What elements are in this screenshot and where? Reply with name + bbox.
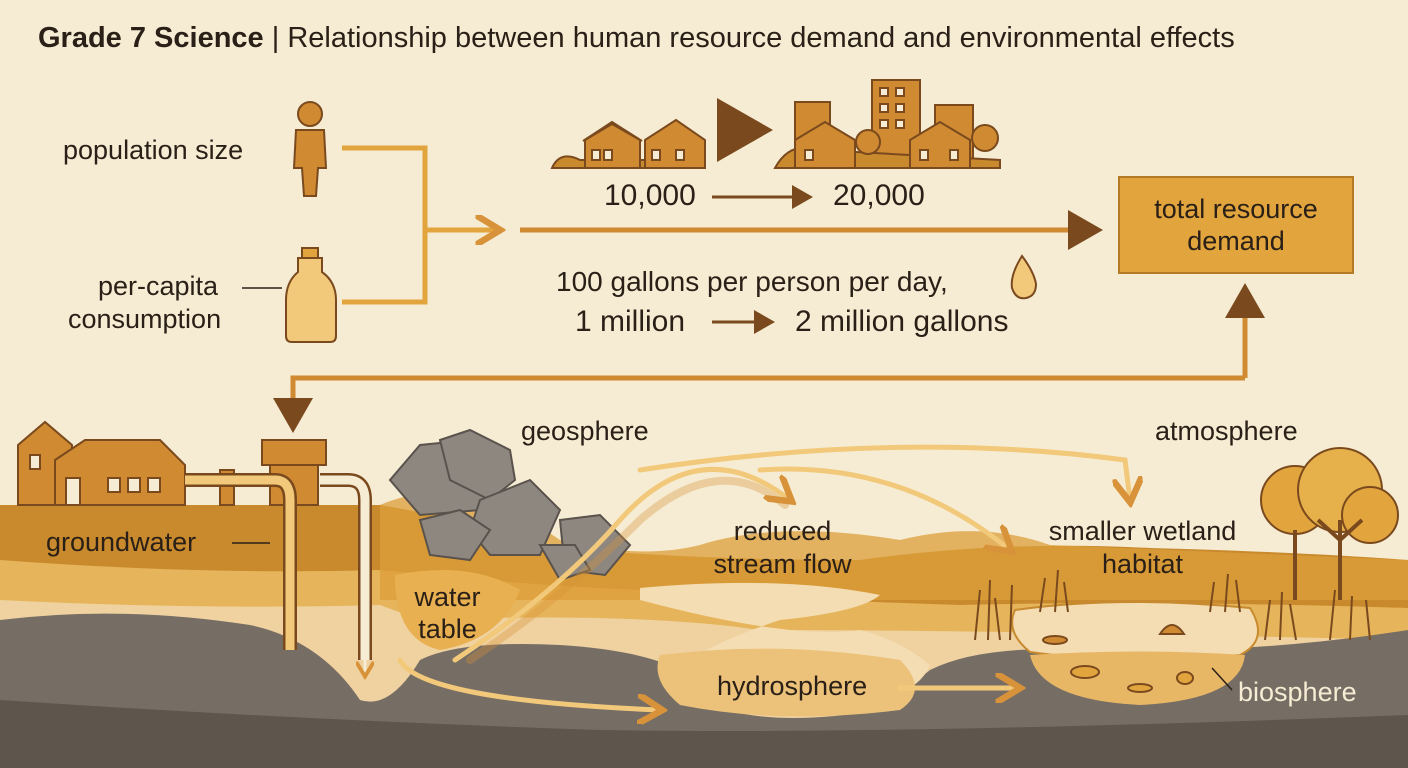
consumption-to: 2 million gallons bbox=[795, 305, 1009, 338]
page-title: Grade 7 Science | Relationship between h… bbox=[38, 22, 1235, 55]
input-connector bbox=[342, 145, 500, 305]
wetland-plants bbox=[974, 569, 1371, 693]
small-town-icon bbox=[550, 118, 706, 169]
label-reduced-line2: stream flow bbox=[713, 549, 852, 579]
label-per-capita-line2: consumption bbox=[68, 304, 222, 334]
title-bold: Grade 7 Science bbox=[38, 22, 264, 54]
label-atmosphere: atmosphere bbox=[1155, 416, 1298, 446]
label-groundwater: groundwater bbox=[46, 527, 197, 557]
label-biosphere: biosphere bbox=[1238, 677, 1357, 707]
total-box-line2: demand bbox=[1187, 226, 1285, 256]
water-table-pocket bbox=[395, 570, 520, 650]
label-per-capita-line1: per-capita bbox=[98, 271, 219, 301]
label-hydrosphere: hydrosphere bbox=[717, 671, 868, 701]
consumption-from: 1 million bbox=[575, 305, 686, 338]
pond-pocket bbox=[1030, 651, 1245, 705]
label-geosphere: geosphere bbox=[521, 416, 649, 446]
effect-arrows bbox=[397, 444, 1130, 710]
label-water-table-line2: table bbox=[418, 614, 477, 644]
label-reduced-line1: reduced bbox=[733, 516, 832, 546]
deep-rock-layer bbox=[0, 700, 1408, 768]
hillside bbox=[380, 493, 1408, 600]
wetland-pond bbox=[1011, 600, 1259, 661]
label-population-size: population size bbox=[63, 135, 244, 165]
hydrosphere-pocket bbox=[657, 648, 915, 717]
bottle-icon bbox=[285, 247, 337, 343]
person-icon bbox=[292, 101, 328, 197]
title-rest: | Relationship between human resource de… bbox=[263, 22, 1235, 54]
label-wetland-line1: smaller wetland bbox=[1048, 516, 1237, 546]
consumption-rate: 100 gallons per person per day, bbox=[556, 266, 948, 297]
population-to: 20,000 bbox=[833, 179, 925, 212]
total-resource-demand-box: total resource demand bbox=[1118, 176, 1354, 274]
biosphere-leader bbox=[1211, 667, 1233, 691]
water-drop-icon bbox=[1010, 254, 1038, 300]
city-icon bbox=[773, 79, 1001, 169]
well-pipe bbox=[185, 473, 372, 660]
geosphere-rocks bbox=[388, 428, 632, 582]
feedback-loop-path bbox=[273, 375, 1245, 433]
population-from: 10,000 bbox=[604, 179, 696, 212]
farm-buildings bbox=[17, 420, 327, 506]
label-wetland-line2: habitat bbox=[1101, 549, 1184, 579]
total-box-line1: total resource bbox=[1154, 194, 1318, 224]
trees bbox=[1260, 447, 1399, 600]
label-water-table-line1: water bbox=[414, 582, 481, 612]
